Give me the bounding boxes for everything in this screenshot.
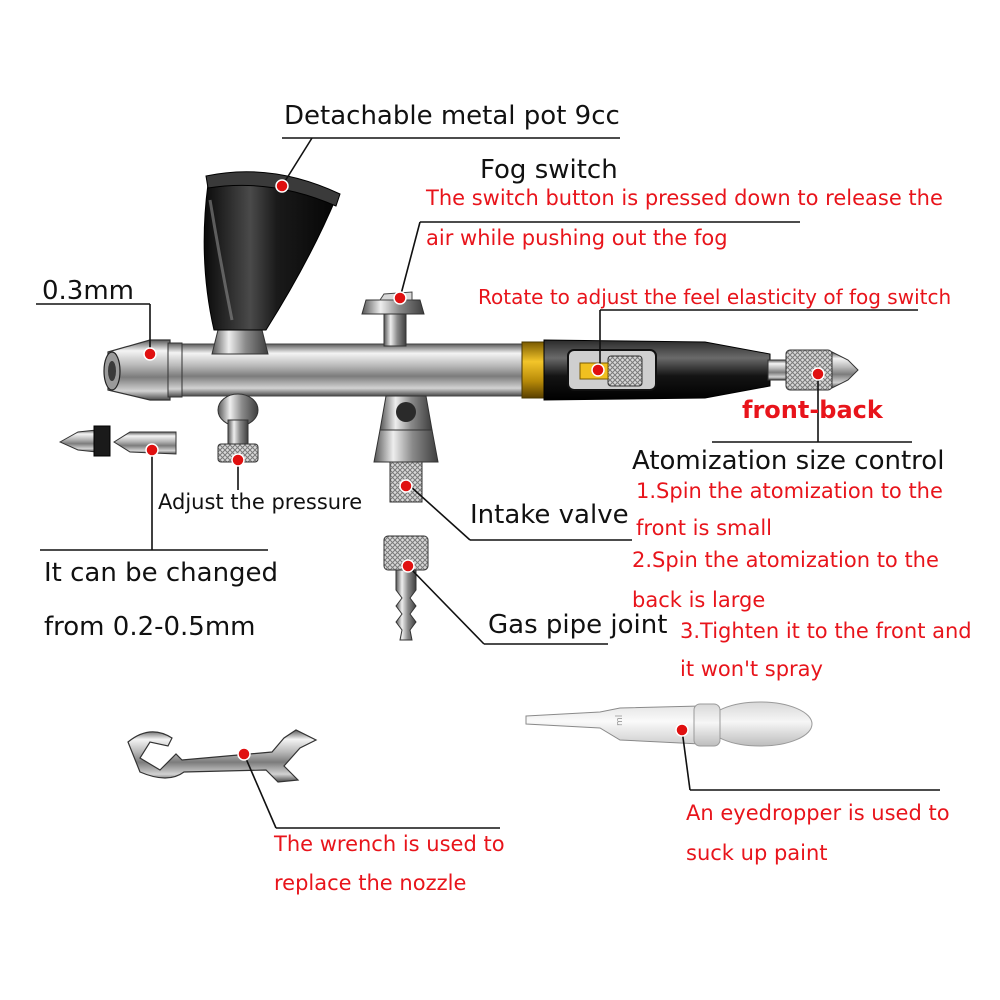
marker-wrench (237, 747, 251, 761)
nozzle-body-part (113, 431, 177, 455)
gas-pipe-joint-part (383, 535, 429, 641)
tail-connector (767, 359, 789, 381)
tail-tip (831, 351, 859, 389)
paint-cup (203, 179, 337, 331)
marker-front-back (811, 367, 825, 381)
label-changed-2: from 0.2-0.5mm (44, 612, 256, 642)
label-gas-pipe: Gas pipe joint (488, 610, 668, 640)
label-front-back: front-back (742, 396, 883, 424)
label-intake: Intake valve (470, 500, 629, 530)
airbrush (103, 171, 859, 503)
svg-text:ml: ml (615, 715, 625, 726)
fog-switch-trigger (361, 291, 425, 347)
label-atomization-title: Atomization size control (632, 446, 945, 476)
pressure-screw (217, 393, 259, 463)
nozzle-parts (58, 425, 177, 457)
label-pressure: Adjust the pressure (158, 490, 363, 514)
marker-pressure (231, 453, 245, 467)
marker-intake (399, 479, 413, 493)
gold-band (521, 341, 545, 399)
label-atom-1a: 1.Spin the atomization to the (636, 479, 943, 503)
label-dropper-2: suck up paint (686, 841, 828, 865)
marker-rotate (591, 363, 605, 377)
intake-valve-part (373, 395, 439, 503)
label-rotate: Rotate to adjust the feel elasticity of … (478, 285, 952, 309)
label-atom-3b: it won't spray (680, 657, 823, 681)
label-atom-2b: back is large (632, 588, 766, 612)
callout-markers (143, 179, 825, 761)
label-wrench-1: The wrench is used to (274, 832, 505, 856)
leader-lines (36, 137, 940, 829)
marker-dropper (675, 723, 689, 737)
label-fog-switch: Fog switch (480, 155, 618, 185)
label-fog-desc-1: The switch button is pressed down to rel… (426, 186, 943, 210)
label-pot: Detachable metal pot 9cc (284, 101, 620, 131)
marker-changed (145, 443, 159, 457)
label-atom-2a: 2.Spin the atomization to the (632, 548, 939, 572)
label-wrench-2: replace the nozzle (274, 871, 467, 895)
label-changed-1: It can be changed (44, 558, 279, 588)
label-atom-3a: 3.Tighten it to the front and (680, 619, 972, 643)
label-atom-1b: front is small (636, 516, 773, 540)
label-fog-desc-2: air while pushing out the fog (426, 226, 728, 250)
nozzle-tip-part (58, 429, 97, 453)
eyedropper-part: ml (525, 701, 813, 747)
wrench-part (127, 729, 318, 783)
tail-knob (785, 349, 833, 391)
marker-pot (275, 179, 289, 193)
marker-gas-pipe (401, 559, 415, 573)
adjust-knob (607, 355, 643, 387)
label-nozzle-size: 0.3mm (42, 276, 135, 306)
cup-neck (211, 329, 269, 355)
marker-fog-switch (393, 291, 407, 305)
label-dropper-1: An eyedropper is used to (686, 801, 950, 825)
marker-nozzle-size (143, 347, 157, 361)
paint-cup-lid (205, 171, 341, 207)
